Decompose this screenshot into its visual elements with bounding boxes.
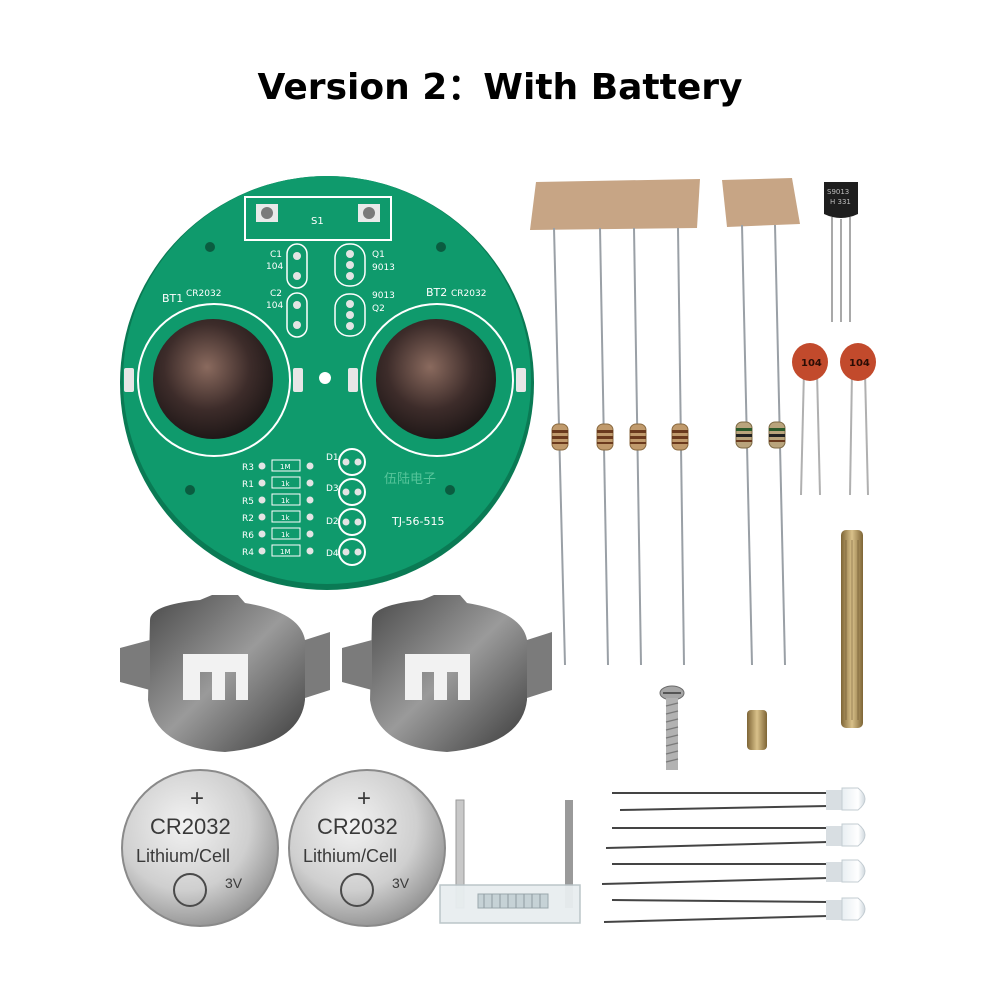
svg-text:1M: 1M (280, 548, 291, 556)
svg-text:1M: 1M (280, 463, 291, 471)
svg-text:CR2032: CR2032 (317, 814, 398, 839)
resistor-row: R1 1k (242, 476, 314, 490)
diode-label: D1 (326, 453, 339, 463)
resistor-row: R4 1M (242, 544, 314, 558)
svg-text:R4: R4 (242, 548, 254, 558)
pcb-model: TJ-56-515 (391, 515, 445, 528)
bt2-label: BT2 (426, 286, 447, 299)
svg-text:S9013: S9013 (827, 188, 849, 196)
battery-holder-left (120, 595, 330, 752)
resistor-bundle-4 (530, 179, 700, 666)
c2-label: C2 (270, 289, 282, 299)
svg-text:R2: R2 (242, 514, 254, 524)
resistor-row: R2 1k (242, 510, 314, 524)
brass-standoff-long (841, 530, 863, 728)
svg-text:Lithium/Cell: Lithium/Cell (136, 846, 230, 866)
svg-text:+: + (190, 785, 204, 812)
battery-holder-right (342, 595, 552, 752)
coin-cell-right: + CR2032 Lithium/Cell 3V (288, 769, 446, 927)
brass-standoff-short (747, 710, 767, 750)
resistor-footprints: R3 1M R1 1k R5 1k R2 1k R6 (242, 459, 314, 558)
slide-switch (439, 799, 581, 924)
diode-label: D2 (326, 517, 339, 527)
diode-label: D4 (326, 549, 339, 559)
q1-label: Q1 (372, 250, 385, 260)
led-set (601, 787, 866, 923)
svg-text:3V: 3V (225, 875, 243, 891)
q2-value: 9013 (372, 291, 395, 301)
switch-label: S1 (311, 216, 324, 227)
led (605, 823, 866, 849)
page-title: Version 2：With Battery (257, 67, 743, 108)
transistor-9013: S9013 H 331 (824, 182, 858, 322)
bt1-label: BT1 (162, 292, 183, 305)
resistor-bundle-2 (722, 178, 800, 666)
led (603, 897, 866, 923)
svg-text:+: + (357, 785, 371, 812)
resistor-row: R5 1k (242, 493, 314, 507)
svg-text:1k: 1k (281, 514, 290, 522)
svg-text:1k: 1k (281, 480, 290, 488)
svg-text:R1: R1 (242, 480, 254, 490)
transistor-footprints: Q1 9013 9013 Q2 (334, 243, 395, 337)
bt2-type: CR2032 (451, 289, 486, 299)
capacitor-footprints: C1 104 C2 104 (266, 243, 308, 338)
svg-text:3V: 3V (392, 875, 410, 891)
led-footprints: D1 D3 D2 D4 (326, 448, 366, 566)
svg-text:CR2032: CR2032 (150, 814, 231, 839)
switch-footprint: S1 (244, 196, 392, 241)
q2-label: Q2 (372, 304, 385, 314)
svg-text:104: 104 (801, 358, 822, 369)
svg-text:R6: R6 (242, 531, 254, 541)
c2-value: 104 (266, 301, 283, 311)
q1-value: 9013 (372, 263, 395, 273)
led (601, 859, 866, 885)
bt2-footprint: BT2 CR2032 (348, 286, 526, 457)
svg-text:R3: R3 (242, 463, 254, 473)
ceramic-capacitors: 104 104 (792, 343, 876, 496)
screw (659, 685, 685, 770)
c1-label: C1 (270, 250, 282, 260)
led (612, 787, 866, 811)
resistor-row: R6 1k (242, 527, 314, 541)
bt1-footprint: BT1 CR2032 (124, 289, 303, 457)
c1-value: 104 (266, 262, 283, 272)
svg-text:H 331: H 331 (830, 198, 851, 206)
resistor-row: R3 1M (242, 459, 314, 473)
svg-text:Lithium/Cell: Lithium/Cell (303, 846, 397, 866)
svg-text:104: 104 (849, 358, 870, 369)
pcb-brand: 伍陆电子 (384, 471, 436, 487)
bt1-type: CR2032 (186, 289, 221, 299)
coin-cell-left: + CR2032 Lithium/Cell 3V (121, 769, 279, 927)
diode-label: D3 (326, 484, 339, 494)
svg-text:R5: R5 (242, 497, 254, 507)
pcb-board: S1 C1 104 C2 104 Q1 9013 9013 Q2 (120, 176, 534, 590)
svg-text:1k: 1k (281, 531, 290, 539)
svg-text:1k: 1k (281, 497, 290, 505)
